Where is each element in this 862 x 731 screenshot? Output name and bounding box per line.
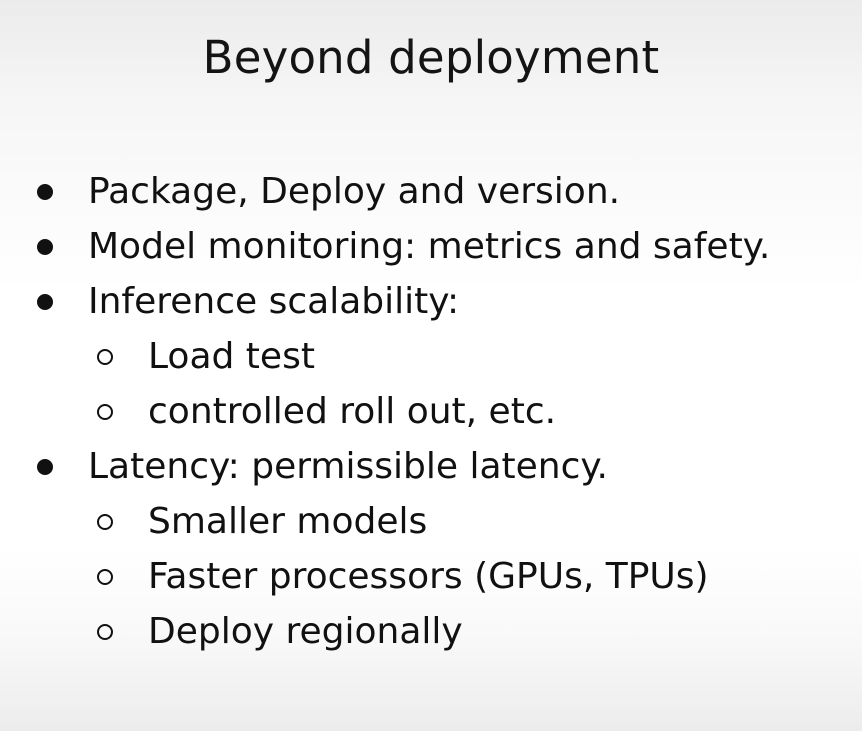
hollow-bullet-icon <box>97 384 115 439</box>
filled-bullet-icon <box>37 274 54 329</box>
sub-bullet-item: Faster processors (GPUs, TPUs) <box>0 549 862 604</box>
filled-bullet-icon <box>37 164 54 219</box>
sub-bullet-item: Deploy regionally <box>0 604 862 659</box>
bullet-item: Package, Deploy and version. <box>0 164 862 219</box>
hollow-bullet-icon <box>97 329 115 384</box>
bullet-text: Latency: permissible latency. <box>88 446 608 487</box>
bullet-list: Package, Deploy and version. Model monit… <box>0 164 862 659</box>
filled-bullet-icon <box>37 439 54 494</box>
sub-bullet-text: Deploy regionally <box>148 611 463 652</box>
bullet-item: Inference scalability: <box>0 274 862 329</box>
bullet-item: Latency: permissible latency. <box>0 439 862 494</box>
bullet-text: Package, Deploy and version. <box>88 171 621 212</box>
slide-title: Beyond deployment <box>202 31 660 84</box>
sub-bullet-text: controlled roll out, etc. <box>148 391 557 432</box>
bullet-text: Model monitoring: metrics and safety. <box>88 226 771 267</box>
sub-bullet-text: Load test <box>148 336 315 377</box>
sub-bullet-item: Load test <box>0 329 862 384</box>
bullet-item: Model monitoring: metrics and safety. <box>0 219 862 274</box>
hollow-bullet-icon <box>97 549 115 604</box>
sub-bullet-text: Faster processors (GPUs, TPUs) <box>148 556 709 597</box>
sub-bullet-item: controlled roll out, etc. <box>0 384 862 439</box>
hollow-bullet-icon <box>97 604 115 659</box>
filled-bullet-icon <box>37 219 54 274</box>
sub-bullet-item: Smaller models <box>0 494 862 549</box>
sub-bullet-text: Smaller models <box>148 501 428 542</box>
hollow-bullet-icon <box>97 494 115 549</box>
bullet-text: Inference scalability: <box>88 281 460 322</box>
